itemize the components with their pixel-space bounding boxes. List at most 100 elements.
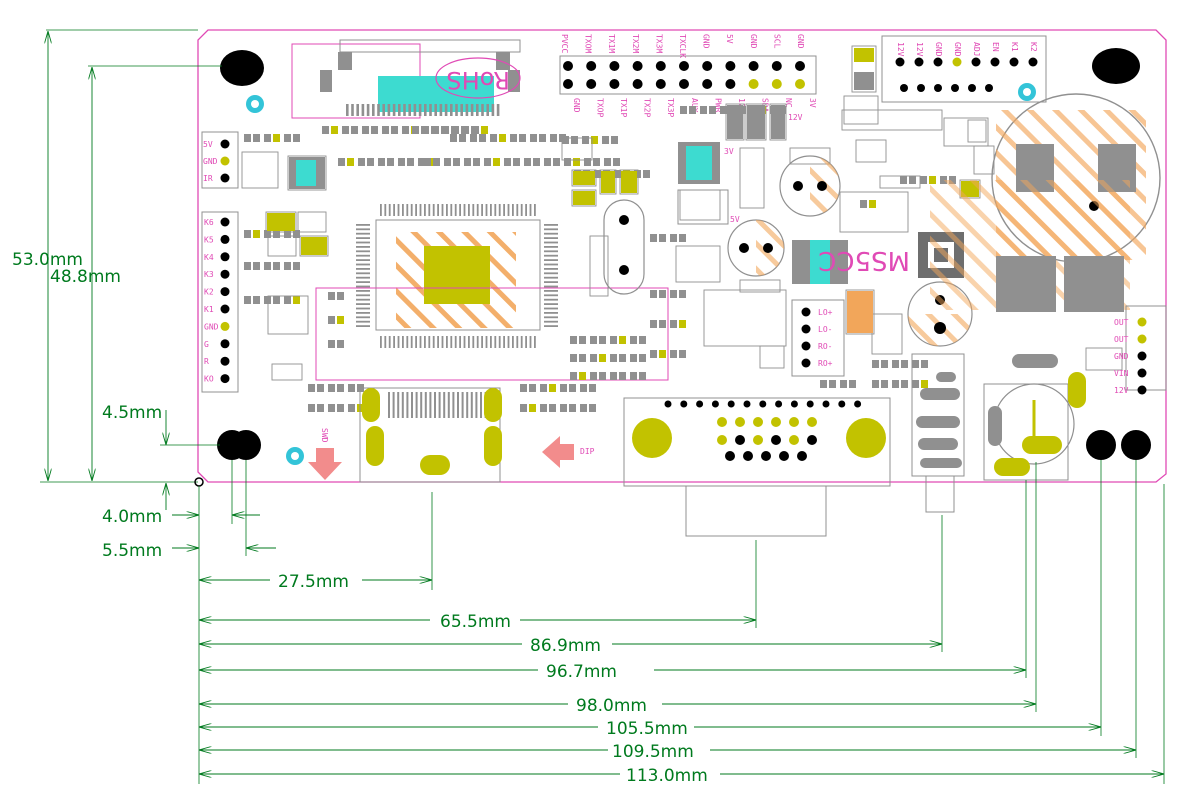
capacitor-2 — [727, 219, 785, 277]
soc-pin — [534, 204, 536, 216]
smd-pad — [453, 158, 460, 166]
smd-pad — [418, 158, 425, 166]
smd-pad — [901, 380, 908, 388]
usb-pin — [438, 392, 441, 418]
smd-pad — [338, 158, 345, 166]
smd-pad — [659, 350, 666, 358]
smd-pad — [539, 134, 546, 142]
smd-outline — [703, 289, 787, 347]
header-label: AUX — [690, 98, 699, 113]
header-pin — [679, 79, 689, 89]
smd-pad — [337, 384, 344, 392]
usb-pin — [420, 392, 423, 418]
smd-pad — [432, 126, 439, 134]
soc-pin — [529, 336, 532, 348]
smd-pad — [840, 380, 847, 388]
lvds-pin — [424, 104, 427, 116]
power-out-pin — [1137, 317, 1147, 327]
soc-pins-right — [544, 224, 558, 327]
header-pin — [702, 79, 713, 89]
smd-pad — [533, 158, 540, 166]
soc-pin — [463, 204, 466, 216]
smd-pad — [544, 158, 551, 166]
smd-pad — [590, 354, 597, 362]
smd-pad — [398, 158, 405, 166]
vga-pin — [717, 435, 727, 445]
vga-pin — [771, 435, 781, 445]
smd-pad — [659, 320, 666, 328]
soc-pin — [437, 204, 439, 216]
smd-pad — [273, 134, 280, 142]
header-pin — [748, 79, 759, 89]
smd-pad — [347, 158, 354, 166]
smd-part — [241, 151, 279, 189]
lvds-pin — [465, 104, 469, 116]
soc-pin — [397, 336, 400, 348]
smd-pad — [560, 404, 567, 412]
header-pin — [795, 79, 805, 89]
mounting-hole-top-right — [1092, 48, 1140, 84]
soc-pin — [490, 336, 492, 348]
key-label: GND — [204, 322, 219, 331]
soc-pins-left — [356, 224, 370, 327]
smd-outline — [967, 119, 987, 143]
smd-pad — [900, 176, 907, 184]
soc-pin — [441, 336, 444, 348]
smd-part — [739, 279, 781, 293]
smd-pad — [549, 384, 556, 392]
smd-outline — [973, 145, 995, 175]
smd-pad — [322, 126, 329, 134]
smd-pad — [549, 404, 556, 412]
smd-part — [839, 191, 909, 233]
vga-top-pin — [822, 400, 830, 408]
soc-pin — [544, 303, 558, 305]
smd-pad — [273, 296, 280, 304]
smd-pad — [829, 380, 836, 388]
smd-pad — [614, 170, 621, 178]
lvds-pin — [382, 104, 385, 116]
soc-pin — [485, 204, 488, 216]
smd-pad — [358, 158, 365, 166]
soc-pins-bottom — [380, 336, 536, 348]
smd-pad — [881, 360, 888, 368]
smd-pad — [337, 340, 344, 348]
smd-pad — [461, 126, 468, 134]
soc-pin — [503, 336, 505, 348]
backlight-label: 12V — [915, 42, 924, 57]
soc-pin — [402, 204, 404, 216]
lvds-pin — [377, 104, 380, 116]
lvds-pin — [444, 104, 448, 116]
header-label: TXOP — [595, 98, 604, 117]
backlight-pin — [900, 84, 908, 92]
smd-part — [571, 169, 597, 187]
vga-top-pin — [743, 400, 751, 408]
backlight-label: ADJ — [972, 42, 981, 56]
smd-pad — [244, 134, 251, 142]
smd-outline — [725, 103, 745, 141]
smd-part — [845, 289, 875, 335]
smd-fill — [601, 171, 615, 193]
smd-pad — [650, 350, 657, 358]
key-label: R — [204, 357, 209, 366]
soc-pin — [544, 312, 558, 314]
usb-pin — [480, 392, 482, 418]
soc-pin — [432, 204, 435, 216]
header-label: TX2M — [631, 34, 640, 53]
key-pin — [220, 287, 230, 297]
power-out-pin — [1137, 385, 1147, 395]
soc-pin — [494, 204, 497, 216]
smd-pad — [630, 354, 637, 362]
backlight-pin — [917, 84, 925, 92]
header-pin — [586, 79, 597, 89]
soc-pin — [393, 204, 395, 216]
smd-pad — [391, 126, 398, 134]
usb-pin — [461, 392, 464, 418]
smd-pad — [362, 126, 369, 134]
smd-pad — [619, 372, 626, 380]
key-label: G — [204, 340, 209, 349]
ir-label: 5V — [203, 140, 213, 149]
smd-pad — [670, 234, 677, 242]
key-pin — [220, 374, 230, 384]
